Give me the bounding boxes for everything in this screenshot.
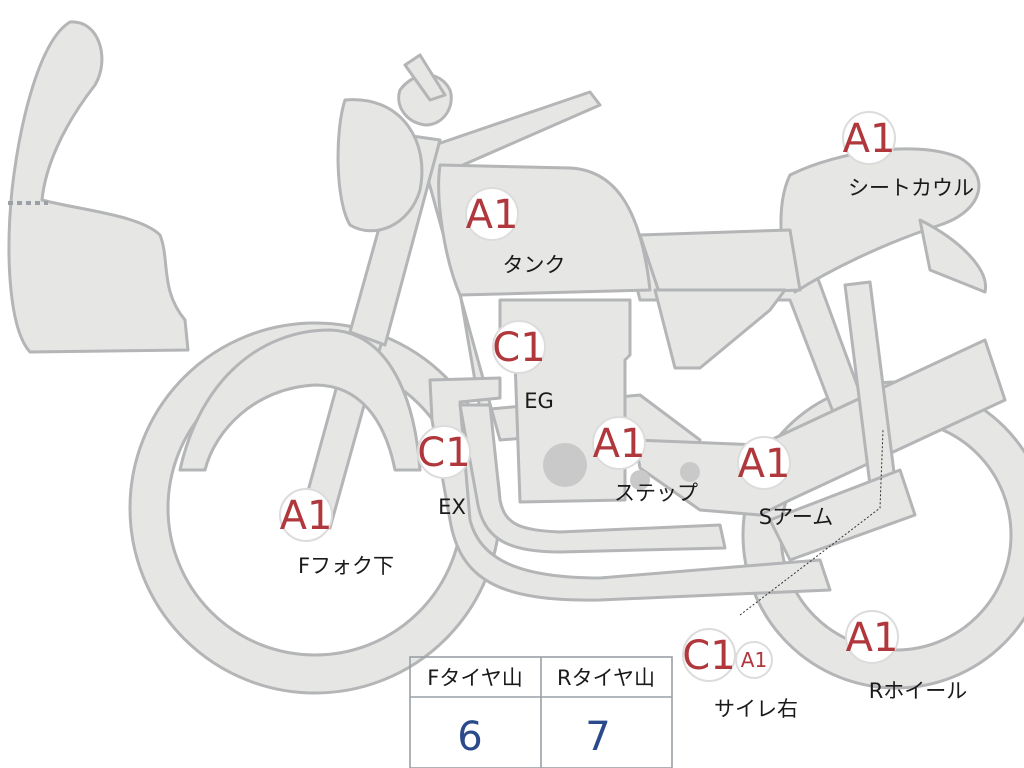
tread-table-value-rear: 7 (585, 714, 610, 760)
step-peg-left (630, 470, 650, 490)
chain-guard (768, 468, 917, 562)
marker-step-label: ステップ (614, 481, 698, 505)
marker-front-fork-grade: A1 (280, 493, 333, 539)
marker-rear-wheel-grade: A1 (846, 615, 899, 661)
front-cowl (7, 20, 190, 354)
handlebar (403, 53, 447, 102)
marker-exhaust-grade: C1 (417, 430, 470, 476)
marker-front-fork-label: Fフォク下 (298, 554, 394, 578)
marker-muffler-right[interactable]: C1 A1 サイレ右 (682, 628, 798, 721)
swing-arm (633, 338, 1007, 517)
tread-table-header-front: Fタイヤ山 (427, 666, 522, 690)
tread-table: Fタイヤ山 Rタイヤ山 6 7 (409, 656, 673, 768)
marker-tank-grade: A1 (466, 192, 519, 238)
marker-seat-cowl-grade: A1 (843, 116, 896, 162)
marker-swing-arm-label: Sアーム (759, 505, 833, 529)
marker-tank-label: タンク (503, 253, 566, 277)
engine-cover (543, 443, 587, 487)
marker-exhaust[interactable]: C1 EX (417, 425, 471, 519)
marker-muffler-right-label: サイレ右 (714, 697, 798, 721)
tread-table-header-rear: Rタイヤ山 (557, 666, 655, 690)
exhaust-pipe-lower (428, 376, 832, 602)
marker-front-fork[interactable]: A1 Fフォク下 (279, 488, 394, 578)
marker-rear-wheel[interactable]: A1 Rホイール (845, 610, 968, 703)
tread-table-value-front: 6 (457, 714, 482, 760)
marker-exhaust-label: EX (438, 495, 466, 519)
exhaust-pipe-upper (458, 403, 727, 554)
side-cover (653, 288, 787, 370)
headlight (336, 98, 424, 233)
seat-tail (918, 218, 988, 294)
marker-engine-grade: C1 (492, 325, 545, 371)
seat (638, 228, 802, 297)
marker-engine[interactable]: C1 EG (492, 320, 554, 413)
marker-rear-wheel-label: Rホイール (869, 679, 968, 703)
step-peg-right (680, 462, 700, 482)
marker-muffler-right-grade: C1 (682, 633, 735, 679)
marker-swing-arm[interactable]: A1 Sアーム (737, 436, 834, 529)
marker-seat-cowl[interactable]: A1 シートカウル (842, 111, 974, 200)
muffler-leader-line (739, 429, 884, 616)
marker-seat-cowl-label: シートカウル (848, 176, 974, 200)
marker-step[interactable]: A1 ステップ (592, 416, 698, 505)
marker-tank[interactable]: A1 タンク (465, 187, 566, 277)
marker-swing-arm-grade: A1 (738, 441, 791, 487)
marker-engine-label: EG (524, 389, 554, 413)
marker-muffler-right-grade2: A1 (741, 648, 767, 672)
marker-step-grade: A1 (593, 421, 646, 467)
